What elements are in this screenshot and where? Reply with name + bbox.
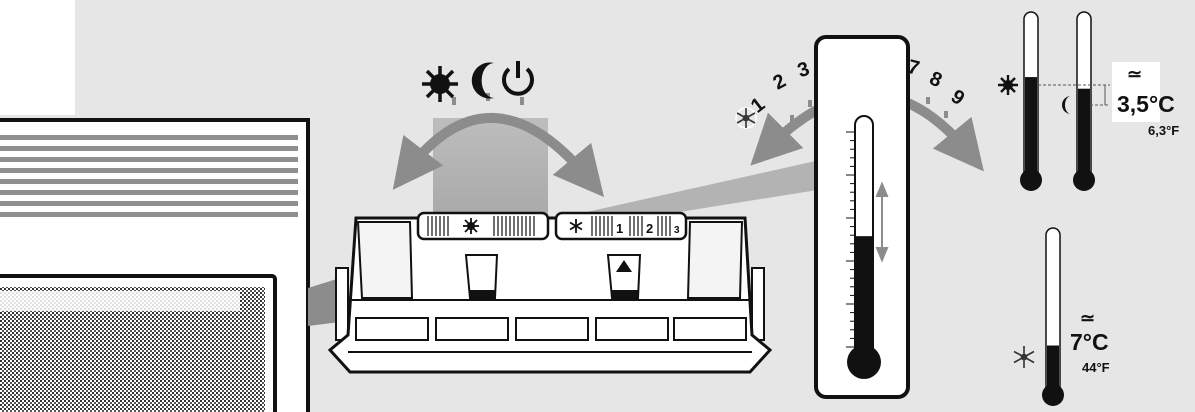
frost-thermometer-bulb bbox=[1042, 384, 1064, 406]
frost-snowflake-icon bbox=[1013, 346, 1035, 368]
control-unit: 1 2 3 bbox=[327, 211, 773, 374]
scale-number-9: 9 bbox=[947, 86, 969, 110]
dial-number-3: 3 bbox=[674, 225, 680, 236]
comfort-thermometer-mercury bbox=[1025, 77, 1037, 180]
eco-moon-icon bbox=[1062, 96, 1071, 114]
eco-thermometer-mercury bbox=[1078, 88, 1090, 180]
scale-beam bbox=[560, 160, 880, 225]
unit-button-2[interactable] bbox=[435, 317, 509, 341]
power-icon[interactable] bbox=[502, 61, 534, 96]
unit-button-1[interactable] bbox=[355, 317, 429, 341]
big-thermometer-mercury bbox=[856, 236, 872, 362]
eco-thermometer-bulb bbox=[1073, 169, 1095, 191]
unit-button-5[interactable] bbox=[673, 317, 747, 341]
temperature-dial[interactable]: 1 2 3 bbox=[554, 211, 688, 241]
moon-icon[interactable] bbox=[471, 62, 494, 99]
unit-button-4[interactable] bbox=[595, 317, 669, 341]
frost-celsius: 7°C bbox=[1070, 329, 1109, 355]
connector-bracket bbox=[308, 278, 340, 326]
sun-icon[interactable] bbox=[422, 66, 458, 102]
radiator-grille bbox=[0, 135, 298, 217]
comfort-sun-icon bbox=[998, 75, 1018, 95]
eco-thermometer bbox=[1073, 11, 1095, 191]
dial-number-2: 2 bbox=[646, 221, 653, 236]
radiator-mesh-highlight bbox=[0, 291, 240, 311]
background-white-region bbox=[0, 0, 75, 115]
eco-offset-celsius: 3,5°C bbox=[1117, 91, 1175, 117]
frost-thermometer-mercury bbox=[1047, 345, 1059, 395]
scale-number-8: 8 bbox=[926, 68, 945, 93]
big-thermometer-bulb bbox=[847, 345, 881, 379]
up-down-arrow-icon bbox=[875, 181, 889, 263]
dial-number-1: 1 bbox=[616, 221, 623, 236]
eco-approx-symbol: ≃ bbox=[1127, 64, 1142, 84]
big-thermometer-ticks bbox=[846, 131, 855, 357]
frost-thermometer bbox=[1042, 227, 1064, 406]
eco-label-backdrop bbox=[1112, 62, 1160, 122]
mode-dial[interactable] bbox=[416, 211, 550, 241]
radiator bbox=[0, 118, 310, 412]
dial-snowflake-icon bbox=[569, 219, 583, 233]
up-triangle-icon bbox=[616, 260, 632, 272]
dial-sun-icon bbox=[463, 218, 479, 234]
frost-approx-symbol: ≃ bbox=[1080, 308, 1095, 328]
offset-guides bbox=[1038, 84, 1110, 106]
frost-icon-scale bbox=[735, 107, 757, 129]
unit-button-3[interactable] bbox=[515, 317, 589, 341]
scale-number-3: 3 bbox=[795, 58, 812, 82]
big-thermometer bbox=[846, 115, 889, 379]
frost-fahrenheit: 44°F bbox=[1082, 360, 1110, 375]
eco-offset-fahrenheit: 6,3°F bbox=[1148, 123, 1179, 138]
control-unit-buttons bbox=[355, 317, 747, 341]
scale-number-2: 2 bbox=[770, 70, 790, 95]
comfort-thermometer bbox=[1020, 11, 1042, 191]
comfort-thermometer-bulb bbox=[1020, 169, 1042, 191]
